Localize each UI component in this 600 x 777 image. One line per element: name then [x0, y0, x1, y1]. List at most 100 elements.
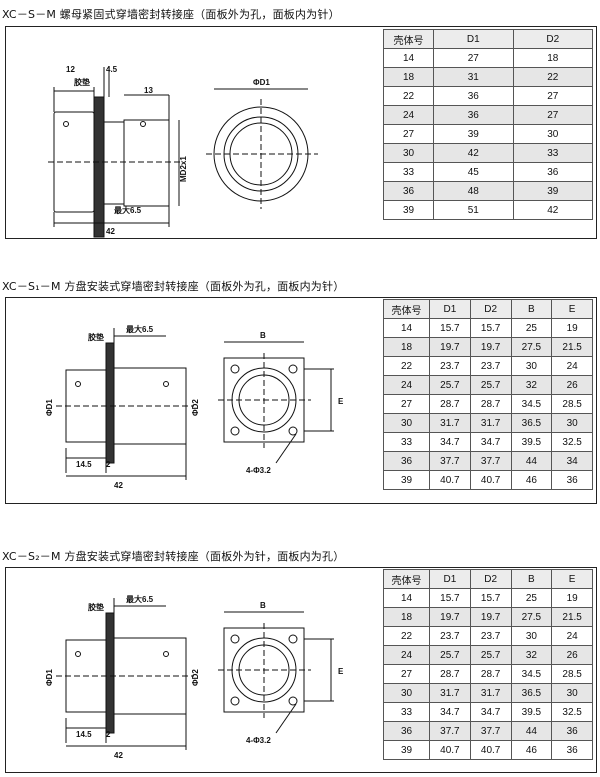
cell: 18	[512, 48, 593, 68]
cell: 15.7	[429, 588, 471, 608]
cell: 25.7	[429, 375, 471, 395]
cell: 28.5	[551, 394, 593, 414]
cell: 15.7	[469, 588, 512, 608]
cell: 33	[383, 432, 430, 452]
section-3-drawing: 胶垫 最大6.5 ΦD1 ΦD2 14.5 2 42 B E 4-Φ3.2	[45, 594, 344, 760]
cell: 36	[433, 86, 514, 106]
cell: 27	[383, 124, 434, 144]
cell: 32.5	[551, 432, 593, 452]
cell: 15.7	[469, 318, 512, 338]
cell: 24	[383, 375, 430, 395]
cell: 40.7	[469, 470, 512, 490]
cell: 37.7	[429, 451, 471, 471]
cell: 32.5	[551, 702, 593, 722]
dim-holes: 4-Φ3.2	[246, 736, 271, 745]
cell: 31	[433, 67, 514, 87]
cell: 27.5	[510, 337, 553, 357]
header-cell: 壳体号	[383, 299, 430, 319]
cell: 30	[551, 413, 593, 433]
dim-holes: 4-Φ3.2	[246, 466, 271, 475]
cell: 19	[551, 588, 593, 608]
dim-13: 13	[144, 86, 153, 95]
cell: 28.7	[429, 394, 471, 414]
cell: 27	[383, 664, 430, 684]
cell: 37.7	[429, 721, 471, 741]
cell: 31.7	[429, 683, 471, 703]
cell: 26	[551, 645, 593, 665]
dim-d1: ΦD1	[45, 399, 54, 416]
cell: 30	[510, 626, 553, 646]
cell: 18	[383, 67, 434, 87]
section-2-title: XC－S₁－M 方盘安装式穿墙密封转接座（面板外为孔，面板内为针）	[2, 280, 345, 293]
cell: 39	[433, 124, 514, 144]
dim-14-5: 14.5	[76, 460, 92, 469]
section-3-panel: 胶垫 最大6.5 ΦD1 ΦD2 14.5 2 42 B E 4-Φ3.2 壳体…	[5, 567, 597, 773]
cell: 18	[383, 337, 430, 357]
header-cell: E	[551, 299, 593, 319]
dim-b: B	[260, 331, 266, 340]
gasket-label: 胶垫	[74, 77, 90, 87]
cell: 22	[383, 86, 434, 106]
cell: 27.5	[510, 607, 553, 627]
cell: 44	[510, 721, 553, 741]
cell: 36.5	[510, 683, 553, 703]
cell: 42	[433, 143, 514, 163]
section-2-panel: 胶垫 最大6.5 ΦD1 ΦD2 14.5 2 42 B E 4-Φ3.2 壳体…	[5, 297, 597, 504]
cell: 46	[510, 740, 553, 760]
cell: 33	[383, 162, 434, 182]
cell: 31.7	[469, 413, 512, 433]
cell: 33	[383, 702, 430, 722]
dim-42: 42	[114, 481, 123, 490]
dim-d1: ΦD1	[253, 78, 270, 87]
header-cell: D1	[429, 299, 471, 319]
cell: 34.5	[510, 664, 553, 684]
dim-e: E	[338, 397, 344, 406]
section-2-drawing: 胶垫 最大6.5 ΦD1 ΦD2 14.5 2 42 B E 4-Φ3.2	[45, 324, 344, 490]
cell: 25	[510, 588, 553, 608]
cell: 23.7	[469, 626, 512, 646]
table-header-row: 壳体号 D1 D2	[383, 29, 593, 49]
cell: 26	[551, 375, 593, 395]
dim-d1: ΦD1	[45, 669, 54, 686]
cell: 23.7	[429, 626, 471, 646]
cell: 30	[383, 143, 434, 163]
header-cell: B	[510, 299, 553, 319]
dim-md2: MD2x1	[179, 156, 188, 182]
cell: 24	[383, 645, 430, 665]
cell: 45	[433, 162, 514, 182]
cell: 39.5	[510, 432, 553, 452]
cell: 40.7	[429, 740, 471, 760]
cell: 36	[383, 451, 430, 471]
gasket-label: 胶垫	[88, 332, 104, 342]
cell: 36	[512, 162, 593, 182]
dim-42: 42	[106, 227, 115, 236]
cell: 36	[383, 181, 434, 201]
cell: 28.7	[429, 664, 471, 684]
cell: 14	[383, 588, 430, 608]
gasket-label: 胶垫	[88, 602, 104, 612]
cell: 40.7	[469, 740, 512, 760]
cell: 34.7	[469, 702, 512, 722]
cell: 30	[383, 413, 430, 433]
cell: 36	[383, 721, 430, 741]
cell: 36	[551, 470, 593, 490]
cell: 14	[383, 48, 434, 68]
cell: 25	[510, 318, 553, 338]
cell: 39	[383, 470, 430, 490]
